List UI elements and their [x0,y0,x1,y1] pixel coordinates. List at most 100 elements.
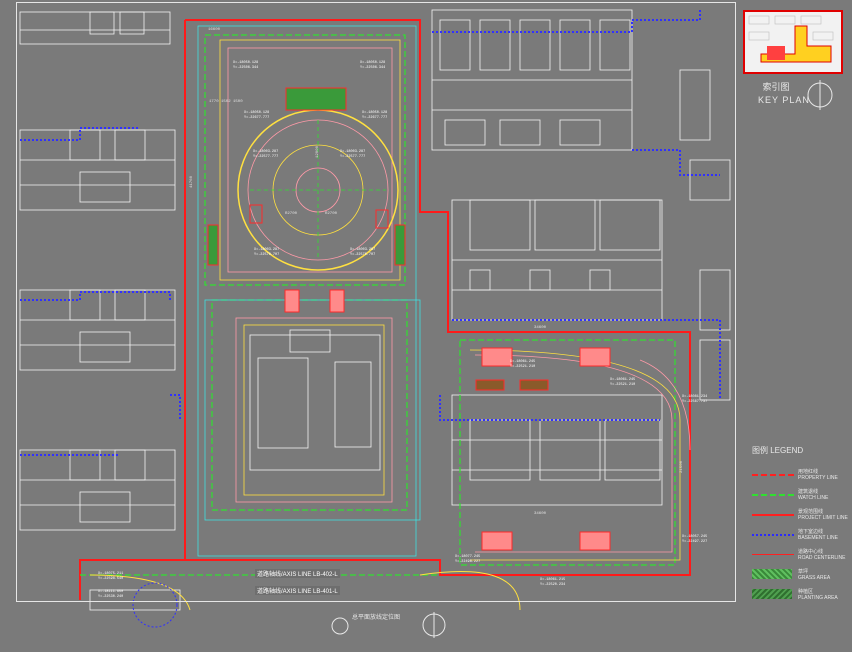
legend-label-cn: 草坪 [798,569,809,575]
legend-label-cn: 建筑退线 [798,489,819,495]
dim-mid-v: 12000 [316,145,321,159]
coord-y: Y=-22677.777 [362,116,388,120]
legend-swatch [752,569,792,579]
coord-x: X=-18003.287 [340,150,366,154]
central-building [249,329,381,471]
left-basement-lines [20,127,181,456]
coord-x: X=-18061.245 [610,378,636,382]
coord-y: Y=-22577.777 [253,155,279,159]
legend-label-cn: 道路中心线 [798,549,824,555]
coord-y: Y=-22598.540 [98,577,124,581]
legend-label-cn: 用地红线 [798,469,819,475]
road-arcs [89,571,521,628]
legend-label-en: GRASS AREA [798,575,831,581]
legend-grass-area: 草坪 GRASS AREA [752,568,848,584]
left-building-2 [19,129,176,211]
right-mid-buildings [451,199,731,401]
coord-x: X=-18057.245 [682,535,708,539]
coord-y: Y=-22570.707 [254,253,280,257]
property-line [79,19,691,600]
road-axis-label-402: 道路轴线/AXIS LINE LB-402-L [255,569,340,578]
coord-x: X=-18111.650 [98,590,124,594]
right-basement-lines [432,10,721,421]
coord-x: X=-18003.287 [350,248,376,252]
right-low-buildings [451,394,663,506]
dim-side-v: 41760 [190,175,195,189]
coord-x: X=-18050.128 [244,111,270,115]
legend-swatch [752,589,792,599]
left-building-4 [19,449,176,531]
dim-right-v: 21500 [680,460,685,474]
legend-property-line: 用地红线 PROPERTY LINE [752,468,848,484]
coord-x: X=-18003.287 [253,150,279,154]
coord-y: Y=-22521.210 [510,365,536,369]
legend-swatch [752,474,794,476]
keyplan-north-arrow [807,80,833,110]
legend-label-en: PROPERTY LINE [798,475,838,481]
coord-y: Y=-22520.234 [540,583,566,587]
coord-x: X=-18081.234 [682,395,708,399]
legend-planting-area: 种植区 PLANTING AREA [752,588,848,604]
dim-left-col: 1770 1502 1500 [209,100,243,104]
legend-label-en: PROJECT LIMIT LINE [798,515,848,521]
dim-bot-b: 34600 [534,512,547,516]
plaza-features [207,87,406,313]
legend-label-cn: 景观范围线 [798,509,824,515]
keyplan-title-cn: 索引图 [762,82,790,92]
plan-title: 总平面放线定位图 [352,615,401,621]
dim-top-a: 16600 [208,28,221,32]
legend-swatch [752,494,794,496]
legend-label-en: WATCH LINE [798,495,829,501]
legend-project-limit-line: 景观范围线 PROJECT LIMIT LINE [752,508,848,524]
coord-x: X=-18061.245 [510,360,536,364]
legend-watch-line: 建筑退线 WATCH LINE [752,488,848,504]
legend-label-en: BASEMENT LINE [798,535,838,541]
left-buildings [19,11,181,611]
coord-y: Y=-22506.344 [233,66,259,70]
left-building-3 [19,289,176,371]
left-building-1 [19,11,171,45]
coord-y: Y=-22497.227 [682,540,708,544]
landscape-lines [197,25,691,561]
coord-y: Y=-22677.777 [244,116,270,120]
legend-swatch [752,554,794,555]
legend-swatch [752,534,794,536]
coord-x: X=-18077.245 [455,555,481,559]
keyplan-diagram [748,15,834,63]
coord-x: X=-18050.128 [362,111,388,115]
keyplan-box [743,10,843,74]
coord-y: Y=-22521.210 [610,383,636,387]
dim-radius-1: R2700 [285,212,298,216]
right-features [475,347,611,551]
legend-title: 图例 LEGEND [752,446,804,455]
coord-y: Y=-22530.240 [98,595,124,599]
coord-x: X=-18003.287 [254,248,280,252]
coord-y: Y=-22577.777 [340,155,366,159]
coord-x: X=-18061.215 [540,578,566,582]
legend-swatch [752,514,794,516]
legend-label-cn: 种植区 [798,589,814,595]
coord-y: Y=-22498.227 [455,560,481,564]
keyplan-title-en: KEY PLAN [758,95,810,105]
legend-label-en: PLANTING AREA [798,595,838,601]
dim-top-b: 34600 [534,326,547,330]
dim-radius-2: R2700 [325,212,338,216]
coord-x: X=-18050.128 [360,61,386,65]
legend-road-centerline: 道路中心线 ROAD CENTERLINE [752,548,848,564]
